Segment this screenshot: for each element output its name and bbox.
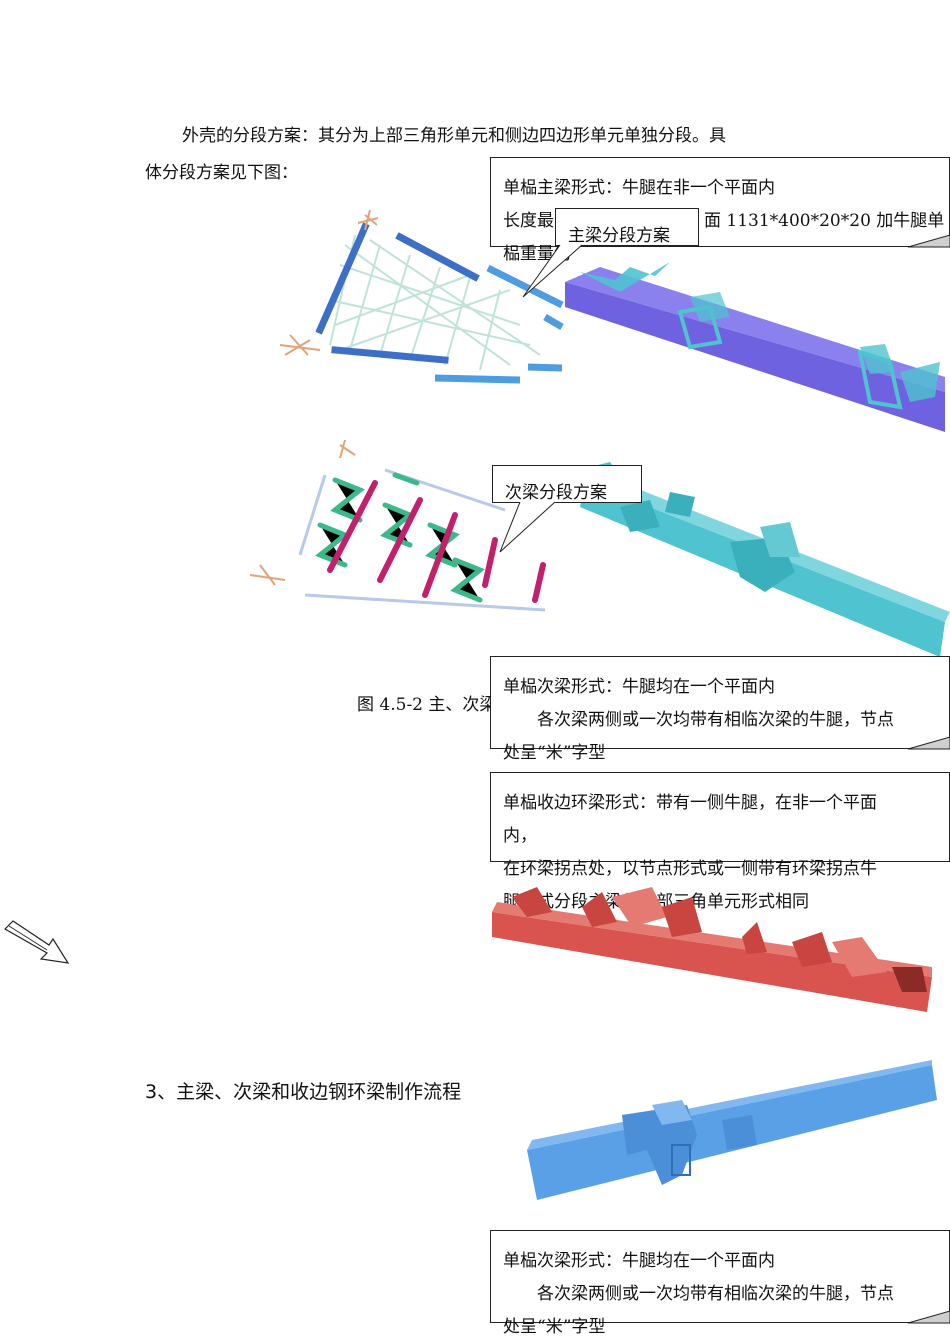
page-fold-icon	[907, 234, 950, 248]
secondary-beam-2-callout-line-2-text: 各次梁两侧或一次均带有相临次梁的牛腿，节点	[537, 1284, 894, 1304]
main-beam-callout-line-1: 单榀主梁形式：牛腿在非一个平面内	[503, 178, 775, 198]
page-fold-icon	[907, 1310, 950, 1324]
secondary-segmentation-label: 次梁分段方案	[492, 465, 642, 503]
intro-line-2: 体分段方案见下图：	[145, 163, 298, 183]
ring-beam-callout-line-2: 内，	[503, 826, 537, 846]
secondary-beam-callout-line-1: 单榀次梁形式：牛腿均在一个平面内	[503, 677, 775, 697]
intro-line-1: 外壳的分段方案：其分为上部三角形单元和侧边四边形单元单独分段。具	[182, 126, 726, 146]
secondary-label-pointer	[499, 501, 556, 553]
main-beam-callout-line-2: 长度最 面 1131*400*20*20 加牛腿单	[503, 205, 944, 238]
secondary-beam-grid-illustration	[249, 439, 546, 612]
ring-beam-3d-illustration	[492, 887, 932, 1012]
secondary-beam-callout-line-3: 处呈“米”字型	[503, 743, 606, 763]
page-fold-icon	[907, 736, 950, 750]
edge-beam-3d-illustration	[527, 1060, 937, 1200]
main-beam-callout-line-2-end: 面 1131*400*20*20 加牛腿单	[704, 211, 945, 231]
main-segmentation-label: 主梁分段方案	[555, 208, 699, 246]
main-label-pointer	[522, 244, 583, 298]
secondary-beam-2-callout-line-1: 单榀次梁形式：牛腿均在一个平面内	[503, 1251, 775, 1271]
arrow-down-right-icon	[4, 920, 70, 964]
section-heading: 3、主梁、次梁和收边钢环梁制作流程	[145, 1081, 462, 1103]
secondary-beam-2-callout-line-3: 处呈“米”字型	[503, 1317, 606, 1337]
secondary-beam-callout-2: 单榀次梁形式：牛腿均在一个平面内 各次梁两侧或一次均带有相临次梁的牛腿，节点 处…	[490, 1230, 950, 1337]
main-beam-triangle-illustration	[279, 209, 564, 384]
secondary-beam-2-callout-line-2: 各次梁两侧或一次均带有相临次梁的牛腿，节点	[503, 1278, 939, 1311]
figure-caption: 图 4.5-2 主、次梁	[357, 695, 497, 715]
ring-beam-callout-line-1: 单榀收边环梁形式：带有一侧牛腿，在非一个平面	[503, 793, 877, 813]
ring-beam-callout: 单榀收边环梁形式：带有一侧牛腿，在非一个平面 内， 在环梁拐点处，以节点形式或一…	[490, 772, 950, 912]
secondary-beam-callout-line-2-text: 各次梁两侧或一次均带有相临次梁的牛腿，节点	[537, 710, 894, 730]
secondary-beam-callout: 单榀次梁形式：牛腿均在一个平面内 各次梁两侧或一次均带有相临次梁的牛腿，节点 处…	[490, 656, 950, 763]
secondary-beam-callout-line-2: 各次梁两侧或一次均带有相临次梁的牛腿，节点	[503, 704, 939, 737]
ring-beam-callout-line-3: 在环梁拐点处，以节点形式或一侧带有环梁拐点牛	[503, 859, 877, 879]
main-beam-callout-line-2-start: 长度最	[503, 211, 554, 231]
main-beam-3d-illustration	[565, 262, 945, 432]
